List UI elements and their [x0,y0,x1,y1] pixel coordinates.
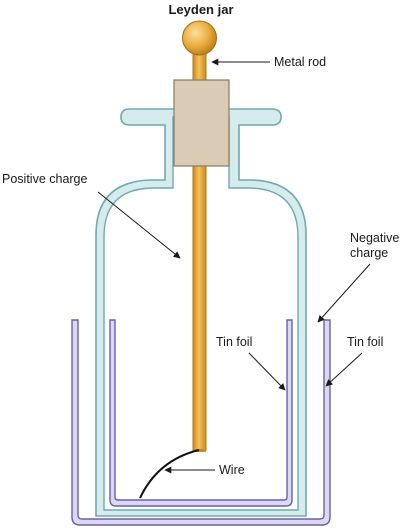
wire [139,449,200,499]
label-negative-charge-line1: Negative [350,231,399,245]
label-tin-foil-inner: Tin foil [216,335,252,349]
stopper [173,79,230,167]
label-positive-charge: Positive charge [2,172,88,186]
metal-ball [182,20,217,56]
tin-foil-inner-arrow [248,352,286,391]
positive-charge-arrow [97,191,181,259]
negative-charge-arrow [317,263,371,323]
label-metal-rod: Metal rod [274,55,326,69]
inner-tin-foil [109,319,293,507]
label-tin-foil-outer: Tin foil [347,335,383,349]
tin-foil-outer-arrow [325,352,363,387]
diagram-title: Leyden jar [168,2,233,17]
label-wire: Wire [219,463,245,477]
label-negative-charge-line2: charge [350,246,388,260]
